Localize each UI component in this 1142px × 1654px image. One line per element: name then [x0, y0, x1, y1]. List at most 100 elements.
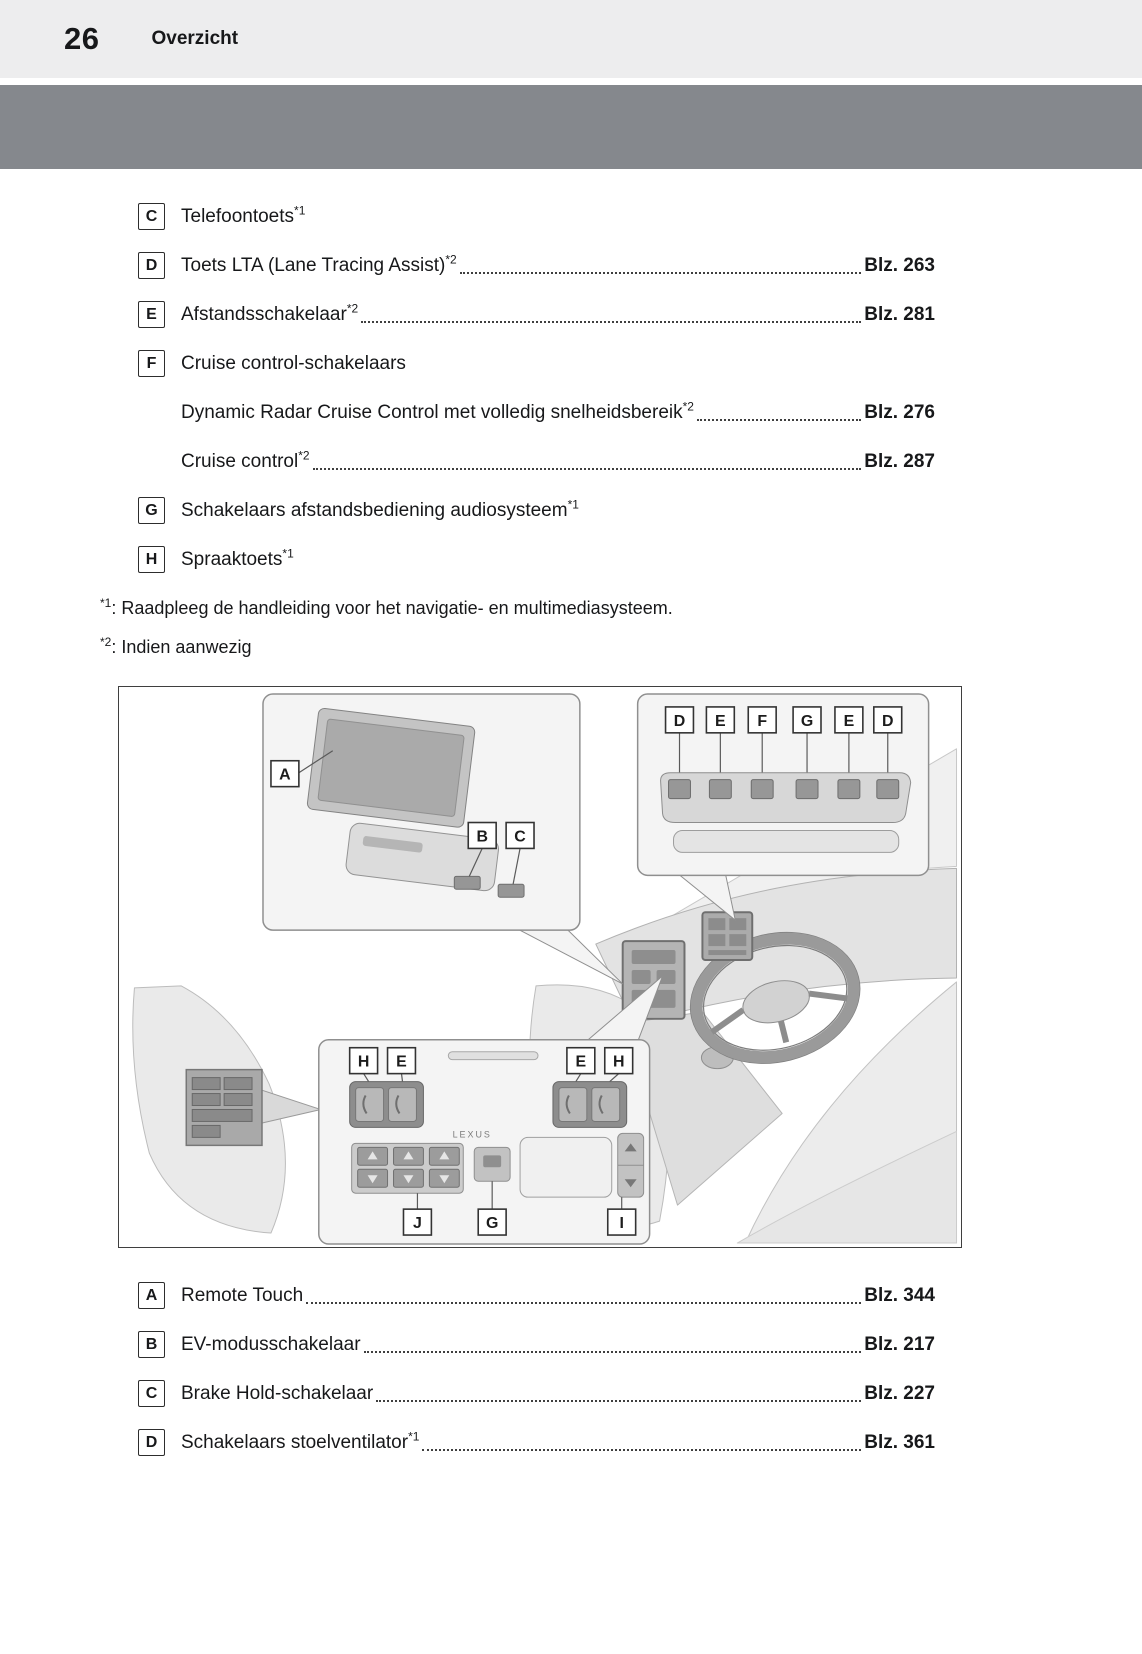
section-band — [0, 85, 1142, 169]
callout-b: B — [467, 821, 497, 850]
footnote-marker: *1 — [567, 497, 579, 512]
console-callout-e-right: E — [576, 1054, 587, 1071]
callout-b-label: B — [476, 828, 488, 845]
brand-badge: LEXUS — [453, 1129, 492, 1139]
page-ref: Blz. 227 — [864, 1383, 935, 1404]
footnote-marker: *2 — [346, 301, 359, 316]
page-ref: Blz. 361 — [864, 1432, 935, 1453]
callout-c-label: C — [514, 828, 526, 845]
item-key-box: D — [138, 252, 165, 279]
dot-leader — [376, 1400, 862, 1402]
item-label: Afstandsschakelaar*2 — [181, 301, 359, 325]
section-title: Overzicht — [151, 28, 239, 49]
page-number: 26 — [64, 21, 100, 56]
rear-console-inset: LEXUS — [318, 1038, 651, 1245]
item-key-box: F — [138, 350, 165, 377]
dot-leader — [361, 321, 862, 323]
page-ref: Blz. 217 — [864, 1334, 935, 1355]
footnote-marker: *1 — [408, 1429, 420, 1444]
footnote-marker: *1 — [100, 596, 112, 610]
page-ref: Blz. 344 — [864, 1285, 935, 1306]
item-entry: Dynamic Radar Cruise Control met volledi… — [181, 399, 935, 426]
item-label: Spraaktoets*1 — [181, 546, 294, 570]
list-item-d2: D Schakelaars stoelventilator*1 Blz. 361 — [138, 1429, 935, 1456]
footnotes: *1: Raadpleeg de handleiding voor het na… — [100, 595, 1042, 660]
console-callout-j: J — [413, 1215, 422, 1232]
footnote-marker: *2 — [682, 399, 694, 414]
item-label: Brake Hold-schakelaar — [181, 1383, 374, 1404]
callout-a: A — [270, 759, 300, 788]
item-key-box: H — [138, 546, 165, 573]
item-label: Schakelaars stoelventilator*1 — [181, 1429, 420, 1453]
item-entry: Spraaktoets*1 — [181, 546, 935, 573]
list-subitem-drcc: Dynamic Radar Cruise Control met volledi… — [181, 399, 935, 426]
console-callouts-bottom: J G I — [402, 1208, 637, 1236]
footnote-marker: *1 — [282, 546, 294, 561]
console-callouts-top: H E E H — [348, 1046, 634, 1075]
console-callout-i: I — [619, 1215, 623, 1232]
interior-overview-figure: A B C — [118, 686, 962, 1248]
item-key-box: D — [138, 1429, 165, 1456]
console-callout-h-right: H — [613, 1054, 625, 1071]
storage-lid — [519, 1136, 613, 1198]
list-item-g: G Schakelaars afstandsbediening audiosys… — [138, 497, 935, 524]
seat-memory-panel — [185, 1068, 263, 1147]
item-entry: Telefoontoets*1 — [181, 203, 935, 230]
item-entry: Afstandsschakelaar*2 Blz. 281 — [181, 301, 935, 328]
steering-callout-5: D — [882, 713, 894, 730]
item-entry: Remote Touch Blz. 344 — [181, 1282, 935, 1309]
item-label: EV-modusschakelaar — [181, 1334, 361, 1355]
steering-callout-row: D E F G E D — [664, 706, 903, 734]
page-ref: Blz. 287 — [864, 451, 935, 472]
footnote-separator: : — [111, 598, 117, 618]
item-key-box: G — [138, 497, 165, 524]
item-label: Telefoontoets*1 — [181, 203, 306, 227]
page-ref: Blz. 263 — [864, 255, 935, 276]
item-key-box: B — [138, 1331, 165, 1358]
page-ref: Blz. 276 — [864, 402, 935, 423]
dot-leader — [363, 1351, 862, 1353]
item-entry: Schakelaars stoelventilator*1 Blz. 361 — [181, 1429, 935, 1456]
dot-leader — [306, 1302, 862, 1304]
item-label: Cruise control-schakelaars — [181, 353, 406, 374]
audio-switch-button — [473, 1146, 511, 1182]
item-entry: Cruise control-schakelaars — [181, 350, 935, 377]
item-label: Dynamic Radar Cruise Control met volledi… — [181, 399, 694, 423]
steering-callout-2: F — [757, 713, 767, 730]
steering-callout-0: D — [674, 713, 686, 730]
list-item-b: B EV-modusschakelaar Blz. 217 — [138, 1331, 935, 1358]
steering-switch-pad — [660, 772, 912, 824]
item-entry: Cruise control*2 Blz. 287 — [181, 448, 935, 475]
item-entry: Schakelaars afstandsbediening audiosyste… — [181, 497, 935, 524]
seat-switch-cluster-left — [349, 1081, 424, 1128]
list-item-c2: C Brake Hold-schakelaar Blz. 227 — [138, 1380, 935, 1407]
item-entry: Brake Hold-schakelaar Blz. 227 — [181, 1380, 935, 1407]
item-label: Schakelaars afstandsbediening audiosyste… — [181, 497, 579, 521]
item-label: Toets LTA (Lane Tracing Assist)*2 — [181, 252, 457, 276]
item-key-box: C — [138, 1380, 165, 1407]
steering-switch-target — [701, 911, 754, 962]
footnote-2: *2: Indien aanwezig — [100, 634, 1042, 660]
seat-panel-pointer — [259, 1088, 323, 1125]
sunshade-switch — [617, 1132, 645, 1198]
item-label: Remote Touch — [181, 1285, 304, 1306]
dot-leader — [422, 1449, 862, 1451]
steering-wheel — [689, 931, 861, 1064]
footnote-separator: : — [111, 637, 117, 657]
callout-a-label: A — [279, 767, 291, 784]
brake-hold-switch-shape — [497, 883, 525, 898]
footnote-text: Raadpleeg de handleiding voor het naviga… — [121, 598, 673, 618]
seat-switch-cluster-right — [552, 1081, 628, 1128]
item-key-box: E — [138, 301, 165, 328]
floor — [736, 1130, 958, 1244]
steering-callout-4: E — [844, 713, 855, 730]
footnote-marker: *2 — [298, 448, 310, 463]
item-entry: EV-modusschakelaar Blz. 217 — [181, 1331, 935, 1358]
page-header: 26 Overzicht — [0, 0, 1142, 78]
list-item-e: E Afstandsschakelaar*2 Blz. 281 — [138, 301, 935, 328]
footnote-marker: *1 — [294, 203, 306, 218]
list-item-d: D Toets LTA (Lane Tracing Assist)*2 Blz.… — [138, 252, 935, 279]
dot-leader — [312, 468, 862, 470]
steering-bezel — [673, 829, 900, 853]
item-entry: Toets LTA (Lane Tracing Assist)*2 Blz. 2… — [181, 252, 935, 279]
